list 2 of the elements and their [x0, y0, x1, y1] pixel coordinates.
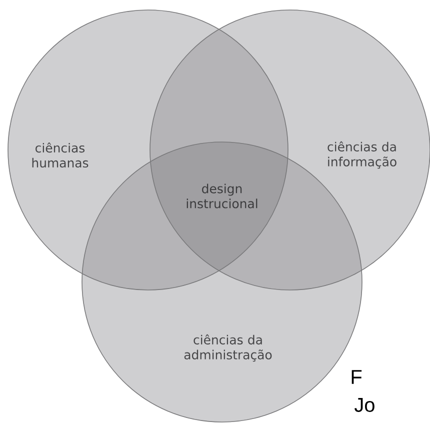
venn-center-text: design instrucional — [186, 184, 258, 208]
cropped-text: F — [352, 370, 362, 384]
